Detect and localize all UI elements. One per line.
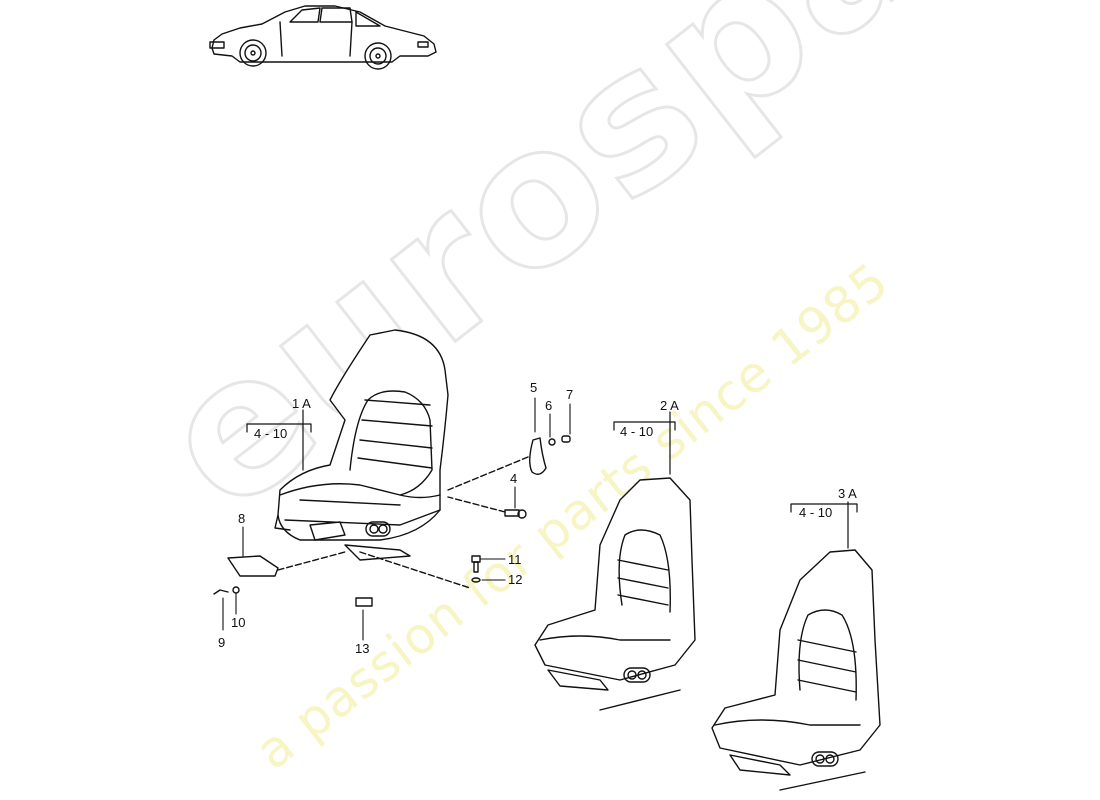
callout-2A-label: 2 A bbox=[660, 398, 679, 413]
part-4-bolt bbox=[447, 496, 527, 519]
callout-1A-label: 1 A bbox=[292, 396, 311, 411]
part-number-8: 8 bbox=[238, 511, 246, 526]
parts-5-6-7 bbox=[447, 435, 571, 491]
part-number-9: 9 bbox=[218, 635, 226, 650]
parts-11-12-13 bbox=[355, 551, 481, 607]
callout-1A-range: 4 - 10 bbox=[254, 426, 288, 441]
seat-2A-illustration bbox=[534, 477, 696, 711]
callout-3A-bracket bbox=[790, 501, 858, 549]
part-number-11: 11 bbox=[508, 552, 522, 567]
callout-2A-range: 4 - 10 bbox=[620, 424, 654, 439]
part-number-10: 10 bbox=[231, 615, 246, 630]
parts-8-9-10 bbox=[213, 551, 346, 595]
part-number-4: 4 bbox=[510, 471, 518, 486]
seat-3A-illustration bbox=[711, 549, 881, 791]
callout-3A-label: 3 A bbox=[838, 486, 857, 501]
part-number-12: 12 bbox=[508, 572, 523, 587]
part-number-6: 6 bbox=[545, 398, 553, 413]
part-number-5: 5 bbox=[530, 380, 538, 395]
part-number-13: 13 bbox=[355, 641, 370, 656]
callout-2A-bracket bbox=[613, 411, 676, 475]
seat-1A-illustration bbox=[274, 329, 449, 561]
callout-3A-range: 4 - 10 bbox=[799, 505, 833, 520]
car-icon bbox=[209, 5, 437, 70]
part-number-7: 7 bbox=[566, 387, 574, 402]
part-leaders bbox=[222, 397, 571, 641]
callout-1A-bracket bbox=[246, 409, 312, 471]
